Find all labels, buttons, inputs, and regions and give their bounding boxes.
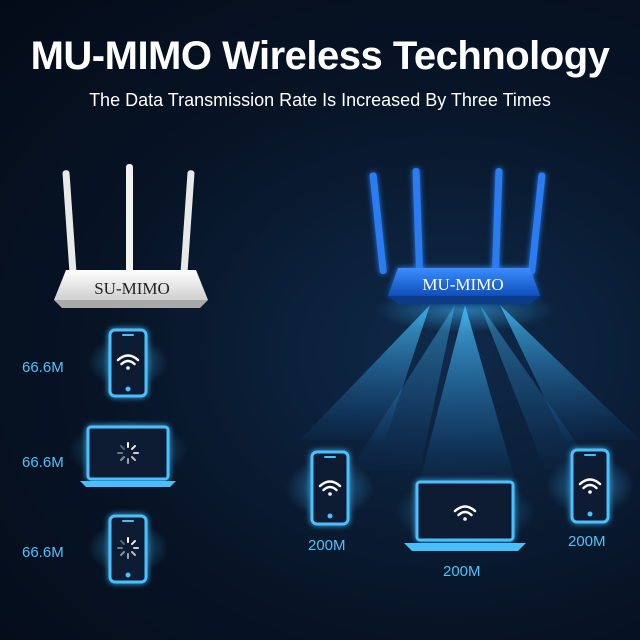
right-device-3-phone — [546, 448, 634, 524]
wifi-icon — [578, 478, 602, 494]
left-device-3-phone — [88, 514, 168, 584]
wifi-icon — [116, 354, 140, 370]
wifi-icon — [318, 480, 342, 496]
page-title: MU-MIMO Wireless Technology — [30, 34, 610, 78]
mu-mimo-label: MU-MIMO — [422, 275, 504, 294]
right-device-2-laptop — [395, 478, 535, 551]
loading-spinner-icon — [117, 537, 139, 559]
left-device-1-phone — [88, 328, 168, 398]
antenna-right-1 — [369, 172, 387, 275]
antenna-left-2 — [126, 164, 133, 276]
antenna-right-4 — [528, 172, 546, 275]
wifi-icon — [453, 505, 477, 521]
page-subtitle: The Data Transmission Rate Is Increased … — [89, 90, 551, 110]
left-rate-2: 66.6M — [22, 454, 64, 471]
right-device-1-phone — [286, 450, 374, 526]
right-rate-1: 200M — [308, 537, 346, 554]
mu-mimo-router — [369, 168, 546, 304]
left-rate-1: 66.6M — [22, 359, 64, 376]
antenna-left-1 — [62, 170, 77, 281]
right-rate-2: 200M — [443, 563, 481, 580]
left-device-2-laptop — [68, 420, 188, 487]
antenna-right-3 — [492, 168, 503, 271]
loading-spinner-icon — [117, 442, 139, 464]
su-mimo-router — [54, 164, 208, 308]
su-mimo-label: SU-MIMO — [94, 279, 170, 298]
antenna-right-2 — [412, 168, 423, 271]
antenna-left-3 — [180, 170, 195, 281]
right-rate-3: 200M — [568, 533, 606, 550]
left-rate-3: 66.6M — [22, 544, 64, 561]
